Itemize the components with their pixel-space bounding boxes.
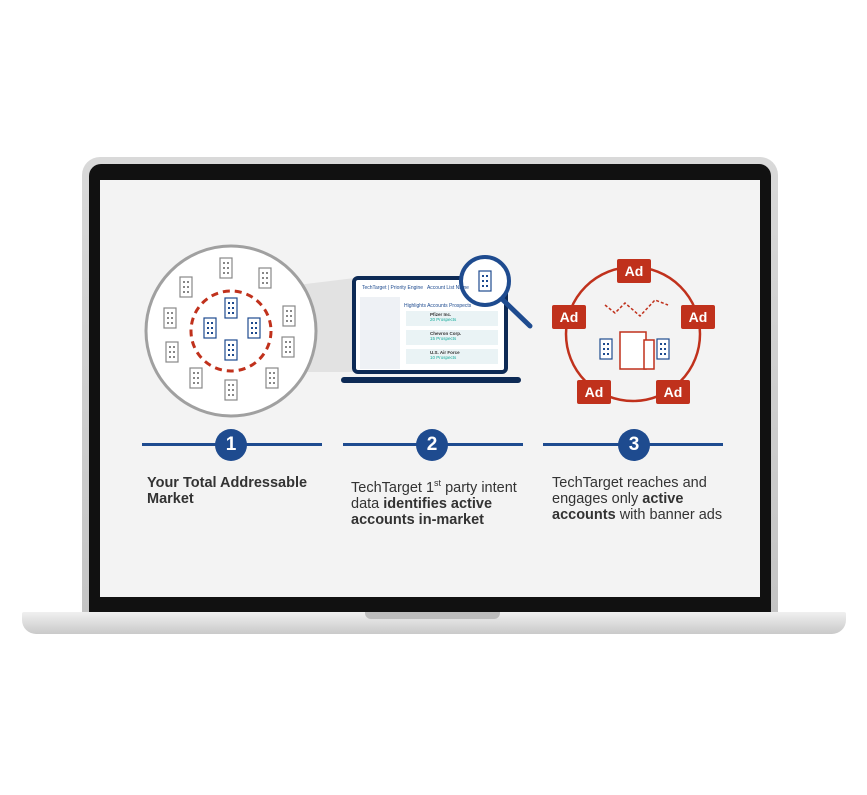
trend-lines bbox=[604, 299, 669, 318]
mockup-tabs: Highlights Accounts Prospects bbox=[404, 303, 472, 309]
ad-badge: Ad bbox=[656, 380, 690, 404]
laptop-notch bbox=[365, 612, 500, 619]
step-2-text: TechTarget 1st party intent data identif… bbox=[351, 478, 517, 528]
ad-badge: Ad bbox=[552, 305, 586, 329]
mockup-account-1: Pfizer Inc.20 Prospects bbox=[430, 312, 457, 322]
ad-badge: Ad bbox=[577, 380, 611, 404]
active-accounts-circle bbox=[189, 289, 273, 373]
laptop-base bbox=[22, 612, 846, 634]
step-3-text: TechTarget reaches and engages only acti… bbox=[552, 475, 723, 523]
center-buildings bbox=[599, 331, 670, 370]
mockup-brand: TechTarget | Priority Engine Account Lis… bbox=[362, 285, 469, 291]
ad-badge: Ad bbox=[617, 259, 651, 283]
step-2-number: 2 bbox=[416, 429, 448, 461]
step-3-number: 3 bbox=[618, 429, 650, 461]
step-1-text: Your Total Addressable Market bbox=[147, 475, 308, 507]
magnifier-icon bbox=[459, 255, 533, 329]
step-1-number: 1 bbox=[215, 429, 247, 461]
mockup-account-2: Chevron Corp.15 Prospects bbox=[430, 331, 462, 341]
mini-laptop bbox=[341, 276, 521, 383]
ad-badge: Ad bbox=[681, 305, 715, 329]
